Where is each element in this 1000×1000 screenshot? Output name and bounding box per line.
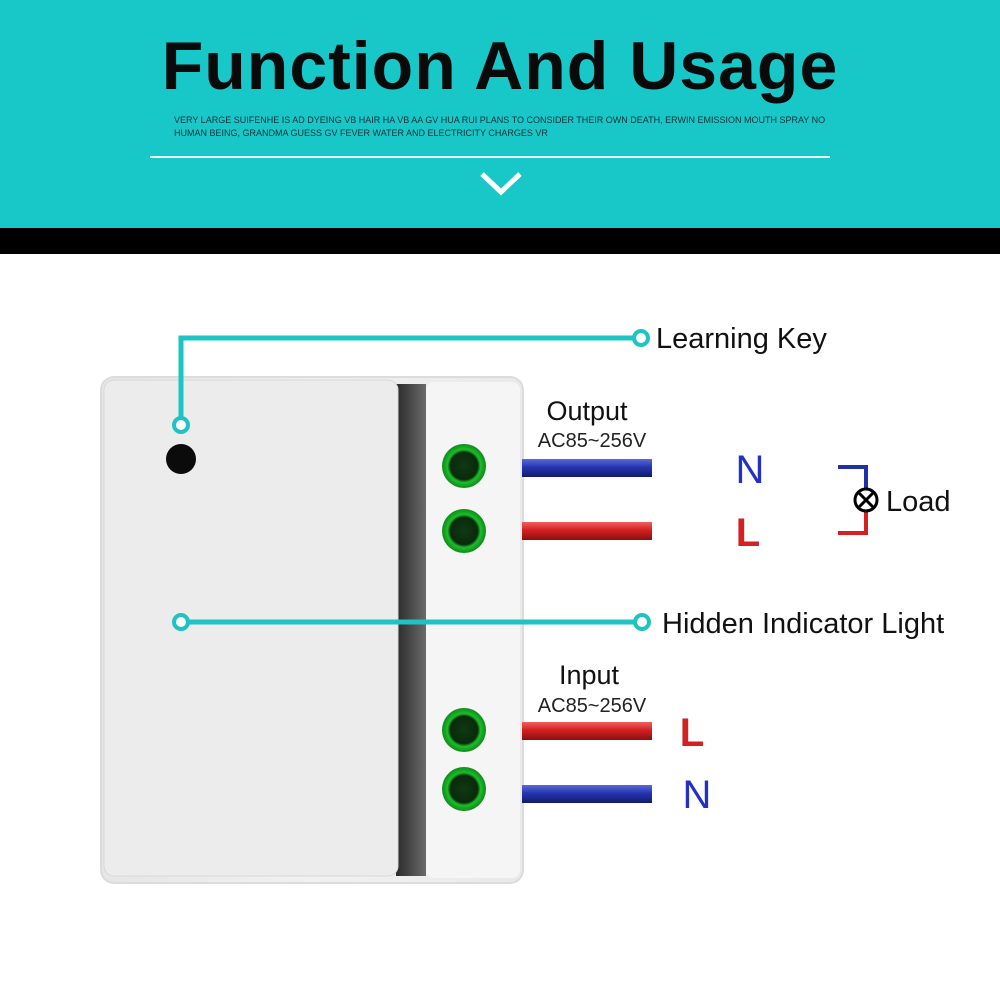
header-banner: Function And Usage VERY LARGE SUIFENHE I… — [0, 0, 1000, 228]
learning-key-button — [166, 444, 196, 474]
input-neutral-wire — [522, 785, 652, 803]
page-subtitle: VERY LARGE SUIFENHE IS AD DYEING VB HAIR… — [174, 115, 826, 138]
callout-hidden-indicator — [172, 613, 651, 631]
input-voltage: AC85~256V — [538, 695, 647, 717]
input-live-wire — [522, 722, 652, 740]
callout-learning-key — [172, 329, 650, 434]
header-bottom-bar — [0, 228, 1000, 254]
output-neutral-wire — [522, 459, 652, 477]
relay-module — [100, 376, 524, 884]
input-l-label: L — [680, 711, 704, 755]
output-voltage: AC85~256V — [538, 430, 647, 452]
learning-key-label: Learning Key — [656, 323, 827, 355]
output-title: Output — [546, 396, 628, 426]
output-l-label: L — [736, 511, 760, 555]
hidden-indicator-label: Hidden Indicator Light — [662, 608, 944, 640]
terminal-screw — [442, 708, 486, 752]
output-n-label: N — [736, 448, 765, 492]
input-n-label: N — [683, 773, 712, 817]
chevron-down-icon — [480, 172, 522, 196]
page-title: Function And Usage — [161, 28, 839, 104]
input-title: Input — [559, 660, 620, 690]
load-label: Load — [886, 486, 951, 518]
header-divider — [150, 156, 830, 158]
terminal-screw — [442, 509, 486, 553]
load-symbol — [838, 465, 879, 535]
terminal-screw — [442, 444, 486, 488]
terminal-screw — [442, 767, 486, 811]
output-live-wire — [522, 522, 652, 540]
module-side-edge — [396, 384, 426, 876]
